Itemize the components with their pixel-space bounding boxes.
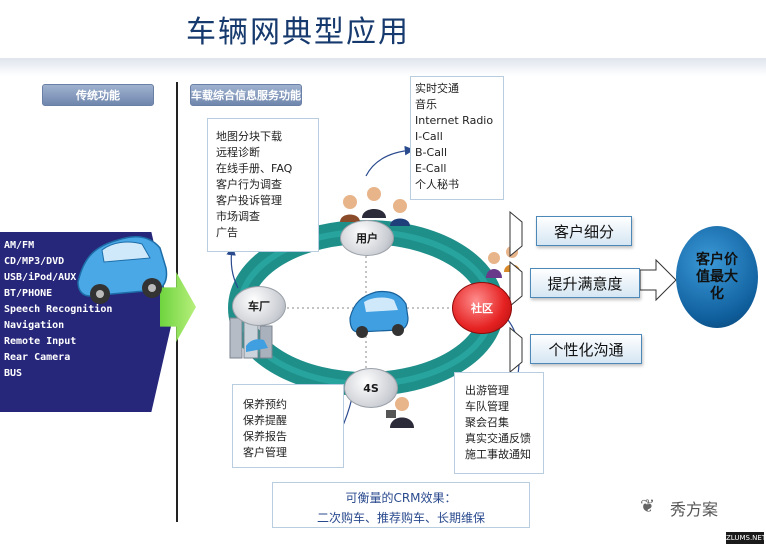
service-item: 在线手册、FAQ (216, 162, 293, 175)
node-dealer: 4S (344, 368, 398, 408)
outcome-personalized-communication: 个性化沟通 (530, 334, 642, 364)
legacy-function: USB/iPod/AUX (4, 272, 77, 283)
wechat-icon: ❦ (640, 496, 656, 517)
crm-detail: 二次购车、推荐购车、长期维保 (316, 511, 485, 525)
service-item: 保养提醒 (243, 414, 287, 427)
center-car-icon (349, 290, 409, 338)
node-manufacturer: 车厂 (232, 286, 286, 326)
title-band (0, 58, 766, 76)
service-item: 聚会召集 (465, 416, 509, 429)
service-item: Internet Radio (415, 114, 494, 127)
service-item: 实时交通 (415, 82, 459, 95)
service-item: 客户行为调查 (216, 178, 282, 191)
legacy-function: CD/MP3/DVD (4, 256, 65, 267)
outcome-brackets (509, 210, 523, 374)
legacy-function: Speech Recognition (4, 304, 113, 315)
service-item: 施工事故通知 (465, 448, 531, 461)
crm-effect-box: 可衡量的CRM效果： 二次购车、推荐购车、长期维保 (272, 482, 530, 528)
legacy-function: Navigation (4, 320, 65, 331)
site-tag: ZLUMS.NET (726, 532, 766, 544)
service-item: 广告 (216, 226, 238, 239)
legacy-function: Rear Camera (4, 352, 71, 363)
community-services-box: 出游管理 车队管理 聚会召集 真实交通反馈 施工事故通知 (454, 372, 544, 474)
customer-value-line: 化 (710, 286, 724, 302)
user-services-box: 实时交通 音乐 Internet Radio I-Call B-Call E-C… (410, 76, 504, 200)
watermark-text: 秀方案 (670, 500, 719, 519)
car-icon (77, 235, 168, 304)
service-item: 客户管理 (243, 446, 287, 459)
customer-value-line: 值最大 (696, 269, 738, 285)
service-item: 个人秘书 (415, 178, 459, 191)
service-item: 出游管理 (465, 384, 509, 397)
dealer-person-icon (386, 397, 414, 428)
service-item: 客户投诉管理 (216, 194, 282, 207)
service-item: 音乐 (415, 98, 437, 111)
service-item: 保养预约 (243, 398, 287, 411)
outcome-customer-segmentation: 客户细分 (536, 216, 632, 246)
service-item: 保养报告 (243, 430, 287, 443)
page-title: 车辆网典型应用 (186, 15, 410, 50)
service-item: B-Call (415, 146, 448, 159)
service-item: I-Call (415, 130, 443, 143)
service-item: 真实交通反馈 (465, 432, 531, 445)
service-item: 远程诊断 (216, 146, 260, 159)
node-community: 社区 (452, 282, 512, 334)
legacy-function: AM/FM (4, 240, 35, 251)
customer-value-circle: 客户价 值最大 化 (676, 226, 758, 328)
dealer-services-box: 保养预约 保养提醒 保养报告 客户管理 (232, 384, 344, 468)
legacy-function: BT/PHONE (4, 288, 53, 299)
tab-telematics-services: 车载综合信息服务功能 (190, 84, 302, 106)
legacy-function: Remote Input (4, 336, 77, 347)
legacy-function: BUS (4, 368, 23, 379)
service-item: 地图分块下载 (216, 130, 282, 143)
crm-title: 可衡量的CRM效果： (345, 491, 457, 505)
node-user: 用户 (340, 220, 394, 256)
service-item: 市场调查 (216, 210, 260, 223)
manufacturer-services-box: 地图分块下载 远程诊断 在线手册、FAQ 客户行为调查 客户投诉管理 市场调查 … (207, 118, 319, 252)
tab-legacy-functions: 传统功能 (42, 84, 154, 106)
service-item: 车队管理 (465, 400, 509, 413)
people-icon (340, 187, 410, 226)
outcome-satisfaction: 提升满意度 (530, 268, 640, 298)
legacy-functions-list: AM/FM CD/MP3/DVD USB/iPod/AUX BT/PHONE S… (4, 238, 164, 382)
service-item: E-Call (415, 162, 447, 175)
customer-value-line: 客户价 (696, 252, 738, 268)
